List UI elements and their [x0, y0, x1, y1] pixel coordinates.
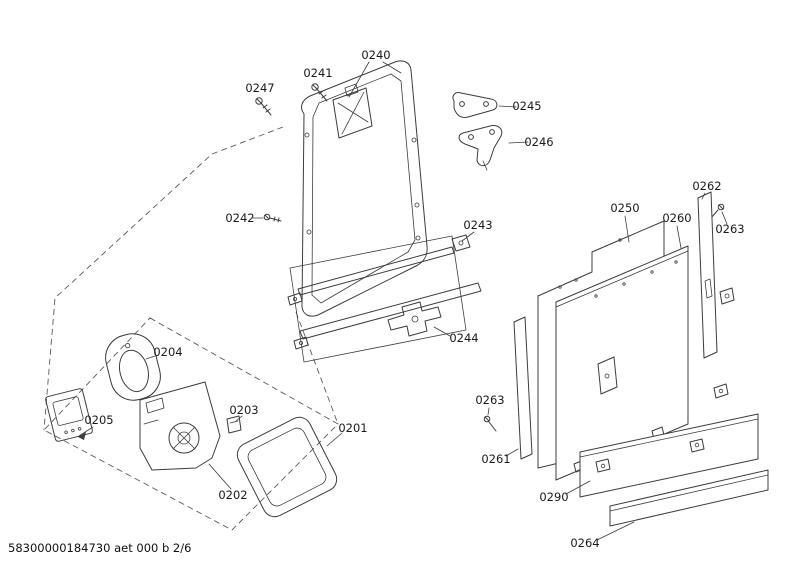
inner-door-panel [301, 60, 428, 317]
dispenser-unit-0202 [139, 381, 221, 471]
part-labels: 0240 0241 0247 0245 0246 0242 0243 0244 … [84, 48, 744, 550]
part-label-0202: 0202 [218, 488, 247, 502]
part-label-0205: 0205 [84, 413, 113, 427]
outer-door-panel-front-0260 [555, 245, 689, 481]
part-label-0260: 0260 [662, 211, 691, 225]
door-seal-rails [287, 234, 482, 363]
vent-grille-0204 [105, 333, 161, 401]
part-label-0203: 0203 [229, 403, 258, 417]
leader-lines [78, 61, 728, 541]
part-label-0244: 0244 [449, 331, 478, 345]
part-label-0242: 0242 [225, 211, 254, 225]
part-label-0201: 0201 [338, 421, 367, 435]
arrowhead-0205 [78, 432, 86, 440]
trim-strip-0261 [513, 316, 533, 460]
clip-0203 [226, 415, 242, 434]
part-label-0246: 0246 [524, 135, 553, 149]
kick-panel-0264 [609, 469, 769, 527]
part-label-0290: 0290 [539, 490, 568, 504]
bracket-0243 [451, 234, 471, 252]
terminal-module-0205 [45, 388, 93, 442]
screw-icon-0263-upper [710, 203, 725, 219]
part-label-0204: 0204 [153, 345, 182, 359]
hinge-latch-0245 [452, 92, 498, 118]
lower-panel-0290 [579, 413, 759, 498]
part-label-0262: 0262 [692, 179, 721, 193]
screw-icon-0242 [263, 213, 282, 223]
detergent-dispenser-cutout [332, 87, 373, 139]
document-code: 58300000184730 aet 000 b 2/6 [8, 541, 191, 555]
hinge-arm-0246 [458, 125, 503, 171]
part-label-0240: 0240 [361, 48, 390, 62]
part-label-0264: 0264 [570, 536, 599, 550]
part-label-0250: 0250 [610, 201, 639, 215]
trim-strip-0262 [697, 191, 718, 359]
part-label-0241: 0241 [303, 66, 332, 80]
clip-lower-right [713, 383, 729, 399]
clip-bracket-right [719, 287, 735, 305]
window-frame-0201 [236, 416, 338, 518]
part-label-0243: 0243 [463, 218, 492, 232]
screw-icon-0263-lower [483, 415, 497, 432]
screw-icon-0241 [311, 83, 328, 102]
cross-bracket-0244 [387, 301, 442, 337]
screw-icon-0247 [255, 97, 272, 116]
part-label-0263-upper: 0263 [715, 222, 744, 236]
part-label-0247: 0247 [245, 81, 274, 95]
part-label-0263-lower: 0263 [475, 393, 504, 407]
part-label-0245: 0245 [512, 99, 541, 113]
assembly-reference-dashed-lines [43, 126, 339, 531]
part-label-0261: 0261 [481, 452, 510, 466]
